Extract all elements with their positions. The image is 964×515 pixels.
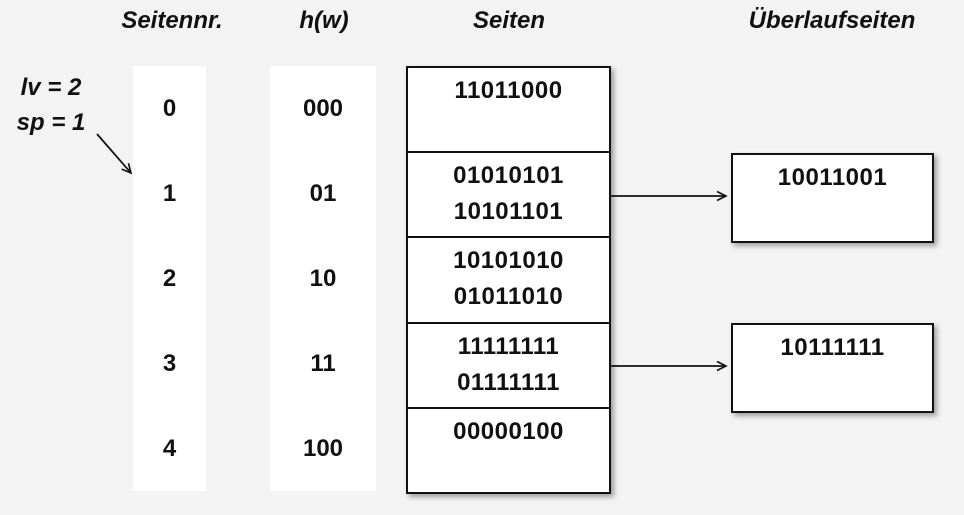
overflow-page-box-1: 10011001 (731, 153, 934, 243)
page-entry: 10101101 (453, 198, 564, 226)
page-row-4: 00000100 (408, 409, 609, 492)
hash-value-cell: 000 (302, 94, 344, 122)
page-number-cell: 2 (162, 264, 177, 292)
split-pointer-label: sp = 1 (16, 109, 86, 136)
page-row-0: 11011000 (408, 68, 609, 154)
page-entry: 10101010 (453, 247, 564, 275)
hash-value-cell: 100 (302, 434, 344, 462)
page-number-cell: 1 (162, 179, 177, 207)
header-overflow-pages: Überlaufseiten (748, 7, 916, 34)
page-number-cell: 4 (162, 434, 177, 462)
state-annotation: lv = 2 sp = 1 (8, 70, 94, 140)
page-entry: 00000100 (453, 417, 564, 445)
overflow-page-box-2: 10111111 (731, 323, 934, 413)
overflow-page-entry: 10111111 (780, 334, 885, 361)
level-label: lv = 2 (20, 74, 82, 101)
hash-value-column: 000 01 10 11 100 (270, 66, 376, 491)
page-number-column: 0 1 2 3 4 (133, 66, 206, 491)
page-entry: 11011000 (454, 77, 563, 104)
page-row-1: 01010101 10101101 (408, 153, 609, 239)
pages-box: 11011000 01010101 10101101 10101010 0101… (406, 66, 611, 494)
hash-value-cell: 10 (309, 264, 337, 292)
header-pages: Seiten (472, 7, 546, 34)
split-pointer-arrow (96, 133, 133, 175)
hash-value-cell: 01 (309, 179, 337, 207)
header-hash-function: h(w) (299, 7, 349, 34)
overflow-page-entry: 10011001 (777, 164, 888, 191)
page-entry: 11111111 (457, 332, 560, 360)
page-number-cell: 0 (162, 94, 177, 122)
page-number-cell: 3 (162, 349, 177, 377)
page-entry: 01111111 (457, 368, 560, 396)
page-entry: 01010101 (453, 162, 564, 190)
page-entry: 01011010 (453, 283, 564, 311)
page-row-3: 11111111 01111111 (408, 324, 609, 409)
hash-value-cell: 11 (310, 349, 336, 377)
header-page-number: Seitennr. (121, 7, 223, 34)
page-row-2: 10101010 01011010 (408, 238, 609, 324)
